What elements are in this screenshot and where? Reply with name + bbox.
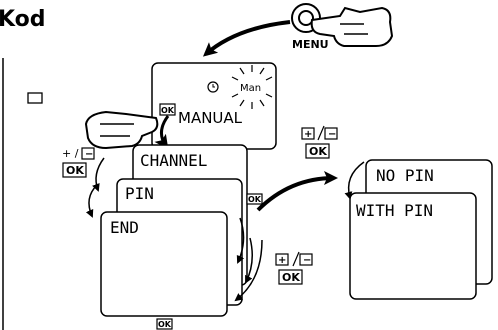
ok-label: OK (309, 145, 327, 158)
curved-arrow-icon (234, 239, 263, 302)
plus-minus-right: + − (275, 251, 313, 267)
screen-end: END (110, 218, 139, 237)
curved-arrow-icon (154, 115, 170, 150)
plus-key[interactable] (275, 253, 289, 266)
ok-button-right-mid[interactable]: OK (278, 269, 303, 285)
minus-key[interactable] (299, 253, 313, 266)
ok-button-pin[interactable]: OK (246, 193, 263, 205)
ok-button-top-right[interactable]: OK (305, 143, 330, 159)
minus-symbol: − (85, 149, 93, 160)
ok-button-left[interactable]: OK (62, 162, 87, 178)
plus-minus-text: + / (62, 147, 79, 160)
screen-with-pin: WITH PIN (356, 201, 433, 220)
clock-icon (207, 81, 219, 93)
plus-key[interactable] (301, 127, 315, 140)
ok-label: OK (158, 320, 172, 329)
plus-minus-left: + / − (62, 147, 95, 160)
ok-label: OK (66, 164, 84, 177)
display-end: END (100, 211, 228, 317)
page-heading: Kod (0, 7, 46, 32)
curved-arrow-icon (202, 20, 291, 57)
ok-label: OK (248, 195, 262, 204)
curved-arrow-icon (85, 184, 98, 218)
checkbox-icon (27, 92, 43, 104)
ok-label: OK (282, 271, 300, 284)
ok-button-bottom[interactable]: OK (156, 318, 173, 330)
display-mode-text: Man (240, 83, 261, 94)
curved-arrow-icon (344, 161, 365, 200)
ok-button-top[interactable]: OK (159, 103, 176, 116)
curved-arrow-icon (245, 237, 253, 284)
screen-no-pin: NO PIN (376, 166, 434, 185)
sun-burst-icon (231, 65, 273, 109)
curved-arrow-icon (92, 157, 105, 192)
minus-key[interactable] (324, 127, 338, 140)
display-manual: Man MANUAL (151, 62, 277, 150)
plus-symbol: + (304, 129, 312, 140)
curved-arrow-icon (256, 171, 338, 212)
plus-minus-top-right: + − (301, 125, 338, 141)
hand-pointer-icon (310, 6, 394, 47)
minus-key[interactable] (81, 147, 95, 160)
screen-channel: CHANNEL (140, 151, 207, 170)
display-with-pin: WITH PIN (349, 192, 477, 300)
screen-pin: PIN (125, 184, 154, 203)
plus-symbol: + (278, 255, 286, 266)
display-mode-label: MANUAL (178, 109, 243, 127)
hand-pointer-icon (84, 110, 159, 150)
curved-arrow-icon (236, 217, 245, 264)
menu-label: MENU (292, 38, 329, 51)
ok-label: OK (161, 106, 175, 115)
minus-symbol: − (303, 255, 311, 266)
minus-symbol: − (328, 129, 336, 140)
